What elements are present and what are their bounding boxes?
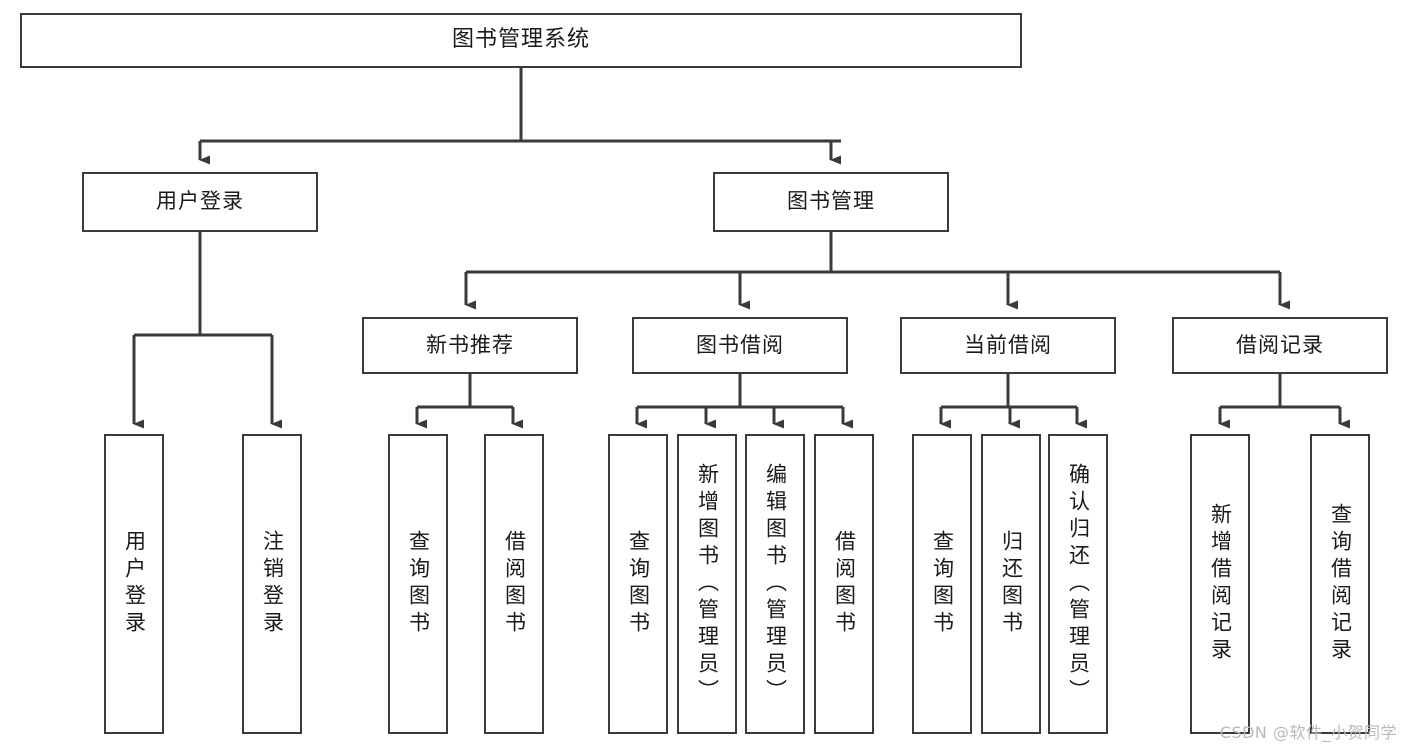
csdn-watermark: CSDN @软件_小贺同学 (1219, 723, 1397, 742)
leaf-new-book-query-book[interactable]: 查询图书 (388, 434, 448, 734)
node-current-borrow[interactable]: 当前借阅 (900, 317, 1116, 374)
leaf-book-borrow-borrow-book[interactable]: 借阅图书 (814, 434, 874, 734)
leaf-borrow-record-add-record[interactable]: 新增借阅记录 (1190, 434, 1250, 734)
node-book-borrow[interactable]: 图书借阅 (632, 317, 848, 374)
leaf-current-borrow-query-book[interactable]: 查询图书 (912, 434, 972, 734)
leaf-book-borrow-add-book-admin[interactable]: 新增图书（管理员） (677, 434, 737, 734)
node-user-login[interactable]: 用户登录 (82, 172, 318, 232)
leaf-new-book-borrow-book[interactable]: 借阅图书 (484, 434, 544, 734)
leaf-current-borrow-confirm-return-admin[interactable]: 确认归还（管理员） (1048, 434, 1108, 734)
node-new-book-recommend[interactable]: 新书推荐 (362, 317, 578, 374)
node-book-management[interactable]: 图书管理 (713, 172, 949, 232)
leaf-current-borrow-return-book[interactable]: 归还图书 (981, 434, 1041, 734)
leaf-book-borrow-query-book[interactable]: 查询图书 (608, 434, 668, 734)
leaf-book-borrow-edit-book-admin[interactable]: 编辑图书（管理员） (745, 434, 805, 734)
leaf-user-login-signin[interactable]: 用户登录 (104, 434, 164, 734)
node-root-library-system[interactable]: 图书管理系统 (20, 13, 1022, 68)
node-borrow-record[interactable]: 借阅记录 (1172, 317, 1388, 374)
leaf-user-login-signout[interactable]: 注销登录 (242, 434, 302, 734)
leaf-borrow-record-query-record[interactable]: 查询借阅记录 (1310, 434, 1370, 734)
